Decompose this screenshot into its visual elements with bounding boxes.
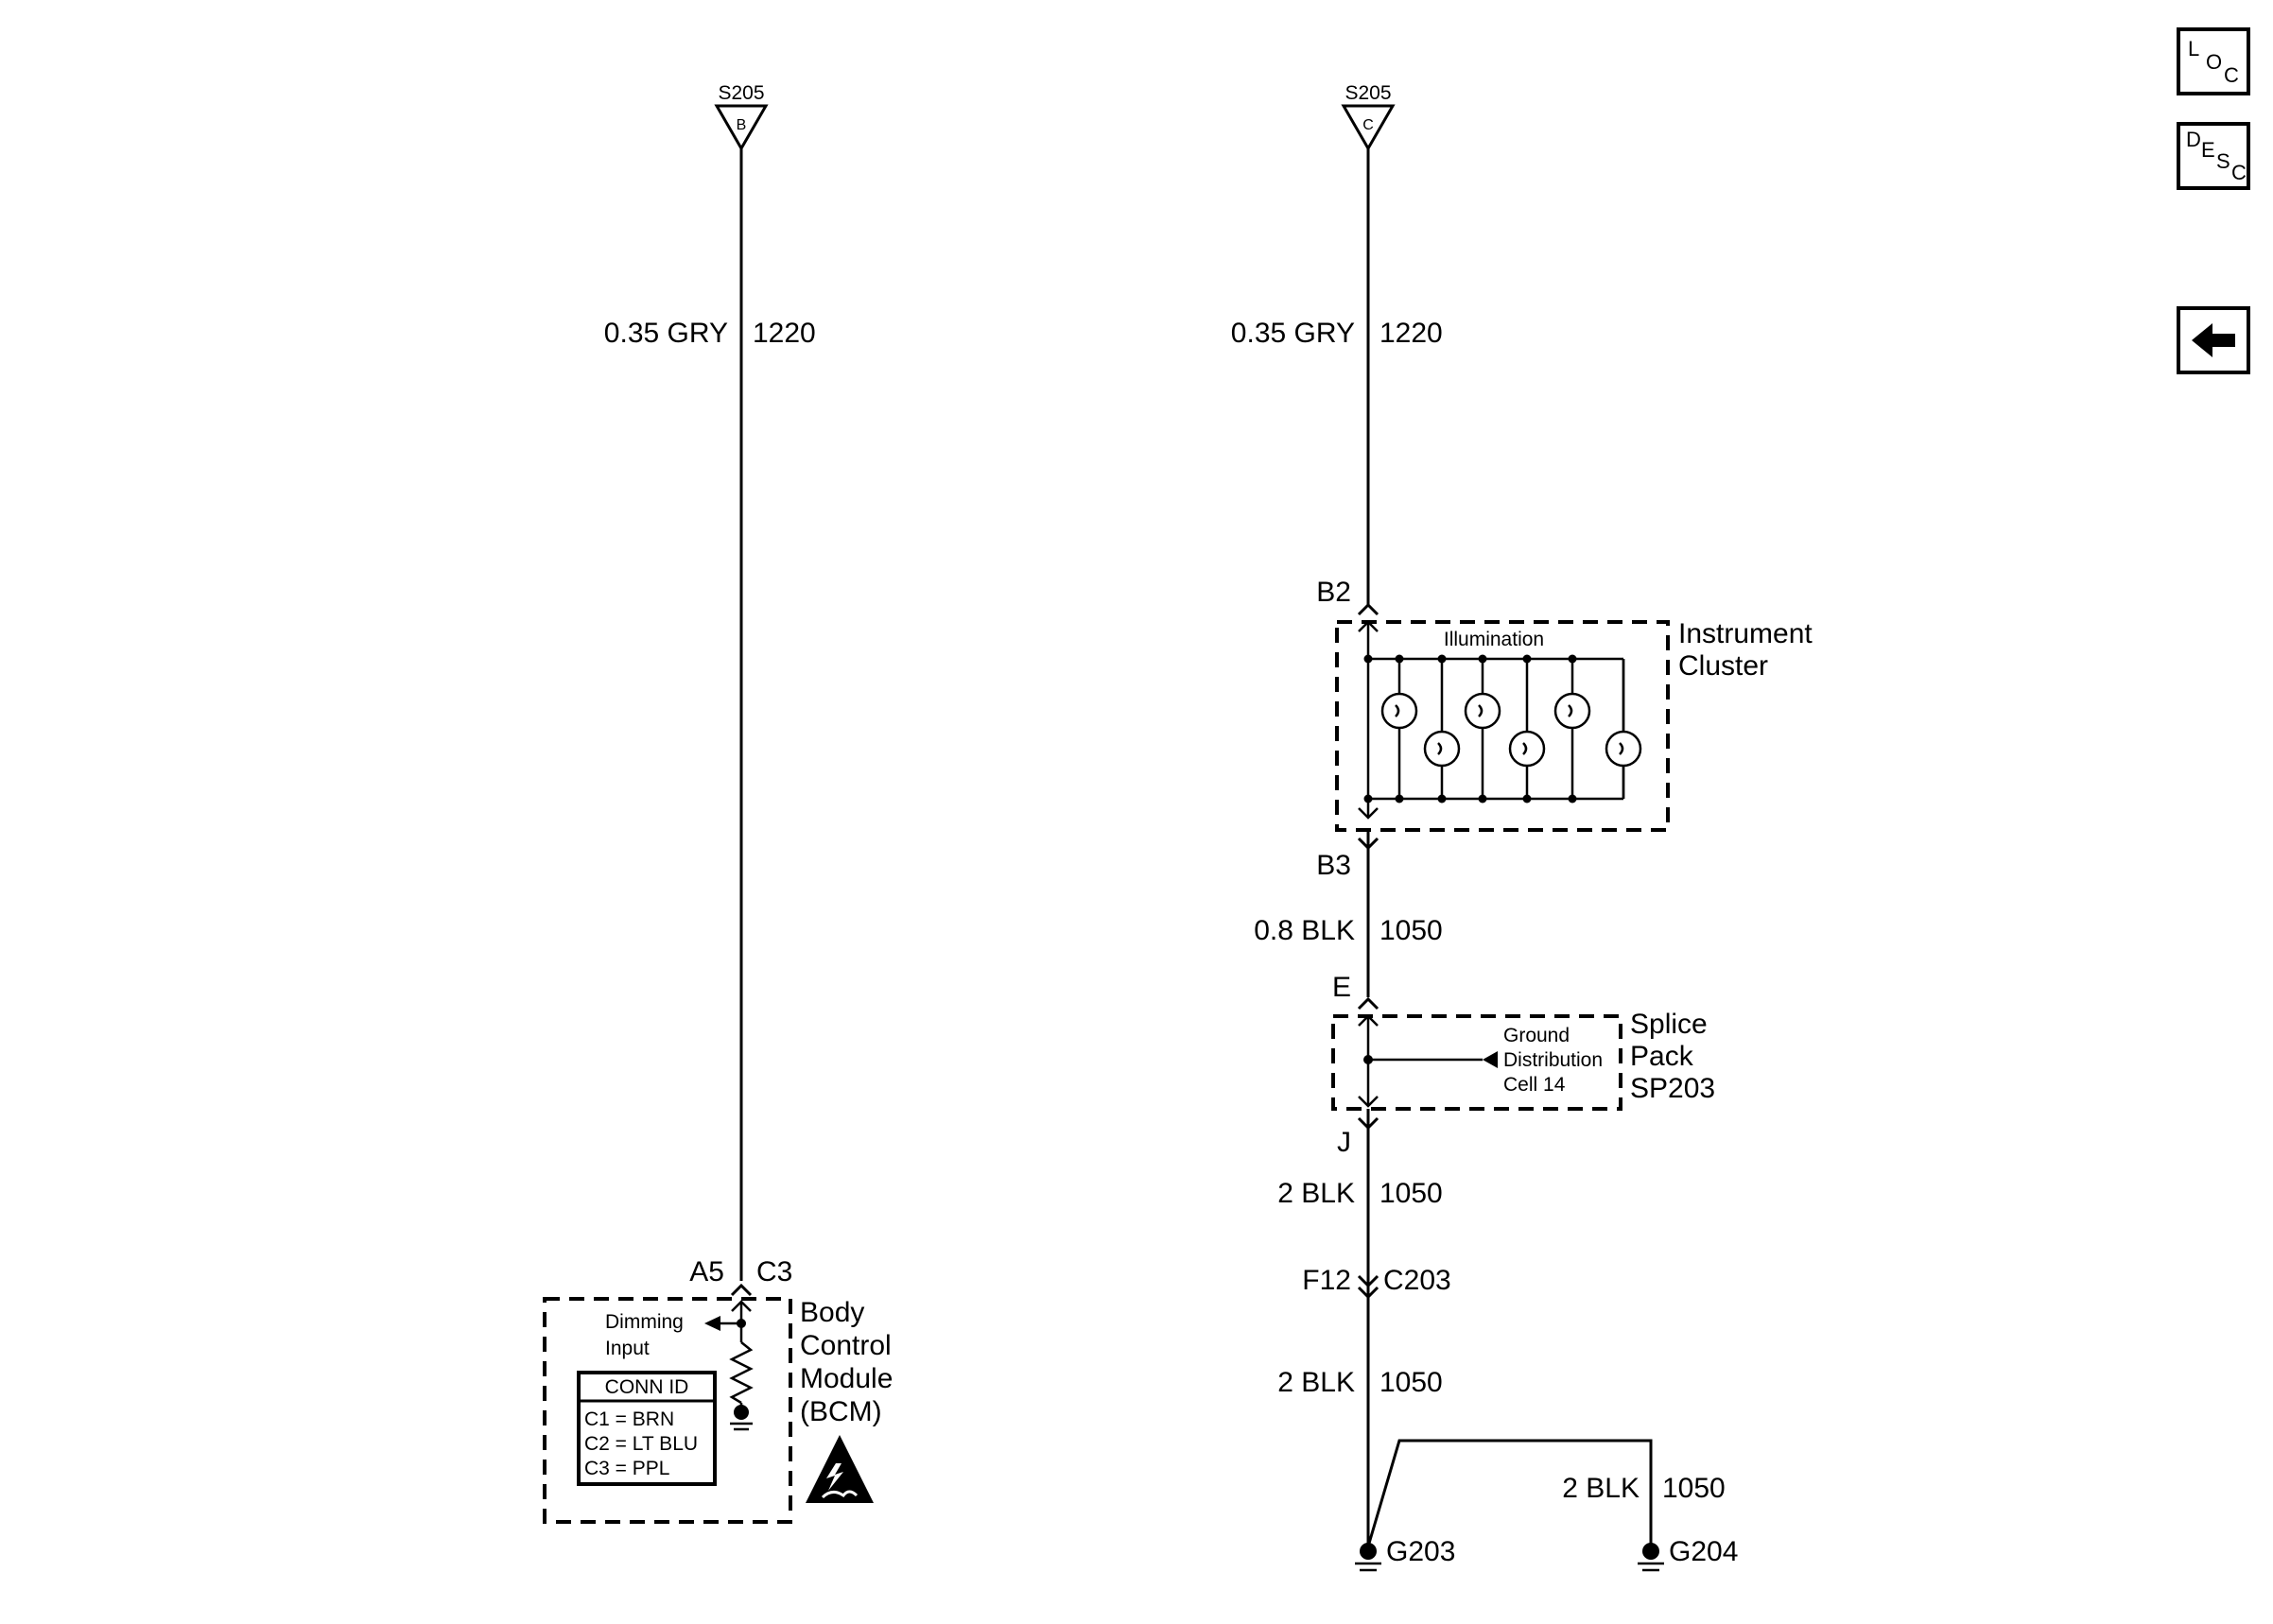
loc-button[interactable]: L O C [2177, 27, 2250, 95]
desc-letter-2: E [2201, 138, 2215, 162]
ground-distribution-line2: Distribution [1503, 1049, 1603, 1071]
right-wire-circuit: 1220 [1379, 318, 1443, 349]
wire-before-ground-circuit: 1050 [1379, 1367, 1443, 1398]
mid-wire-gauge: 0.8 BLK [1254, 915, 1355, 946]
back-button[interactable] [2177, 306, 2250, 374]
bcm-title-line2: Control [800, 1330, 892, 1361]
bcm-title-line4: (BCM) [800, 1396, 882, 1427]
ground-g203-icon [1355, 1543, 1381, 1572]
conn-id-row-3: C3 = PPL [584, 1458, 669, 1479]
bulb-5-icon [1553, 659, 1591, 799]
mid-wire-circuit: 1050 [1379, 915, 1443, 946]
conn-id-row-2: C2 = LT BLU [584, 1433, 698, 1455]
left-circuit: S205 B 0.35 GRY 1220 A5 C3 Dimming Input… [543, 82, 893, 1524]
wire-after-splice-circuit: 1050 [1379, 1178, 1443, 1209]
desc-letter-1: D [2186, 128, 2201, 151]
bcm-box [543, 1297, 792, 1524]
splice-title-line1: Splice [1630, 1009, 1708, 1040]
ground-g204-label: G204 [1669, 1536, 1738, 1567]
wire-after-splice-gauge: 2 BLK [1277, 1178, 1355, 1209]
loc-letter-2: O [2206, 50, 2223, 74]
splice-pin-e: E [1332, 972, 1351, 1003]
right-splice-pin: C [1362, 117, 1374, 133]
dimming-input-arrow-icon [704, 1316, 720, 1331]
right-circuit: S205 C 0.35 GRY 1220 B2 Illumination [1231, 82, 1813, 1572]
left-wire-gauge: 0.35 GRY [604, 318, 728, 349]
desc-letter-3: S [2216, 149, 2230, 173]
ground-distribution-line1: Ground [1503, 1025, 1570, 1046]
splice-title-line3: SP203 [1630, 1073, 1715, 1104]
desc-letter-4: C [2231, 161, 2247, 184]
splice-pin-j: J [1337, 1127, 1351, 1158]
cluster-pin-b2: B2 [1316, 577, 1351, 608]
bcm-pin-a5: A5 [689, 1256, 724, 1287]
ground-distribution-arrow-icon [1483, 1051, 1498, 1068]
branch-wire-gauge: 2 BLK [1562, 1473, 1640, 1504]
bcm-internal [704, 1300, 754, 1431]
illumination-label: Illumination [1444, 629, 1544, 650]
cluster-title-line2: Cluster [1678, 650, 1768, 682]
loc-letter-3: C [2224, 63, 2239, 87]
ground-branch-wire [1366, 1439, 1653, 1547]
esd-warning-icon [806, 1435, 874, 1503]
left-splice-name: S205 [718, 82, 764, 104]
right-splice-name: S205 [1345, 82, 1391, 104]
bulb-4-icon [1508, 659, 1546, 799]
dimming-label-line2: Input [605, 1338, 650, 1359]
bcm-internal-ground-icon [734, 1405, 749, 1420]
loc-letter-1: L [2188, 37, 2200, 60]
arrow-left-icon [2192, 323, 2235, 357]
bulb-2-icon [1423, 659, 1461, 799]
dimming-label-line1: Dimming [605, 1311, 684, 1333]
branch-wire-circuit: 1050 [1662, 1473, 1726, 1504]
conn-id-row-1: C1 = BRN [584, 1408, 674, 1430]
ground-g203-label: G203 [1386, 1536, 1455, 1567]
right-wire-gauge: 0.35 GRY [1231, 318, 1355, 349]
inline-connector-chevron [1357, 1274, 1379, 1300]
cluster-title-line1: Instrument [1678, 618, 1813, 649]
bcm-connector-chevron [730, 1283, 753, 1297]
bulb-3-icon [1464, 659, 1501, 799]
bcm-title-line1: Body [800, 1297, 864, 1328]
cluster-pin-b3: B3 [1316, 850, 1351, 881]
bulb-1-icon [1380, 659, 1418, 799]
instrument-cluster-box [1335, 620, 1670, 832]
ground-g204-icon [1638, 1543, 1664, 1572]
inline-connector-c203: C203 [1383, 1265, 1451, 1296]
wire-before-ground-gauge: 2 BLK [1277, 1367, 1355, 1398]
conn-id-header: CONN ID [605, 1376, 689, 1398]
left-splice-pin: B [737, 117, 747, 133]
bcm-title-line3: Module [800, 1363, 893, 1394]
desc-button[interactable]: D E S C [2177, 122, 2250, 190]
splice-internal [1358, 1014, 1498, 1108]
ground-distribution-line3: Cell 14 [1503, 1074, 1566, 1096]
inline-pin-f12: F12 [1302, 1265, 1351, 1296]
splice-pack-box [1331, 1014, 1622, 1111]
bulb-6-icon [1605, 659, 1642, 799]
cluster-in-chevron [1357, 602, 1379, 616]
bcm-connector-c3: C3 [756, 1256, 792, 1287]
splice-in-chevron [1357, 996, 1379, 1011]
illumination-bulbs [1358, 620, 1642, 820]
right-splice-symbol [1341, 104, 1396, 151]
left-splice-symbol [714, 104, 769, 151]
splice-title-line2: Pack [1630, 1041, 1694, 1072]
left-wire-circuit: 1220 [753, 318, 816, 349]
conn-id-table: CONN ID C1 = BRN C2 = LT BLU C3 = PPL [577, 1371, 717, 1486]
